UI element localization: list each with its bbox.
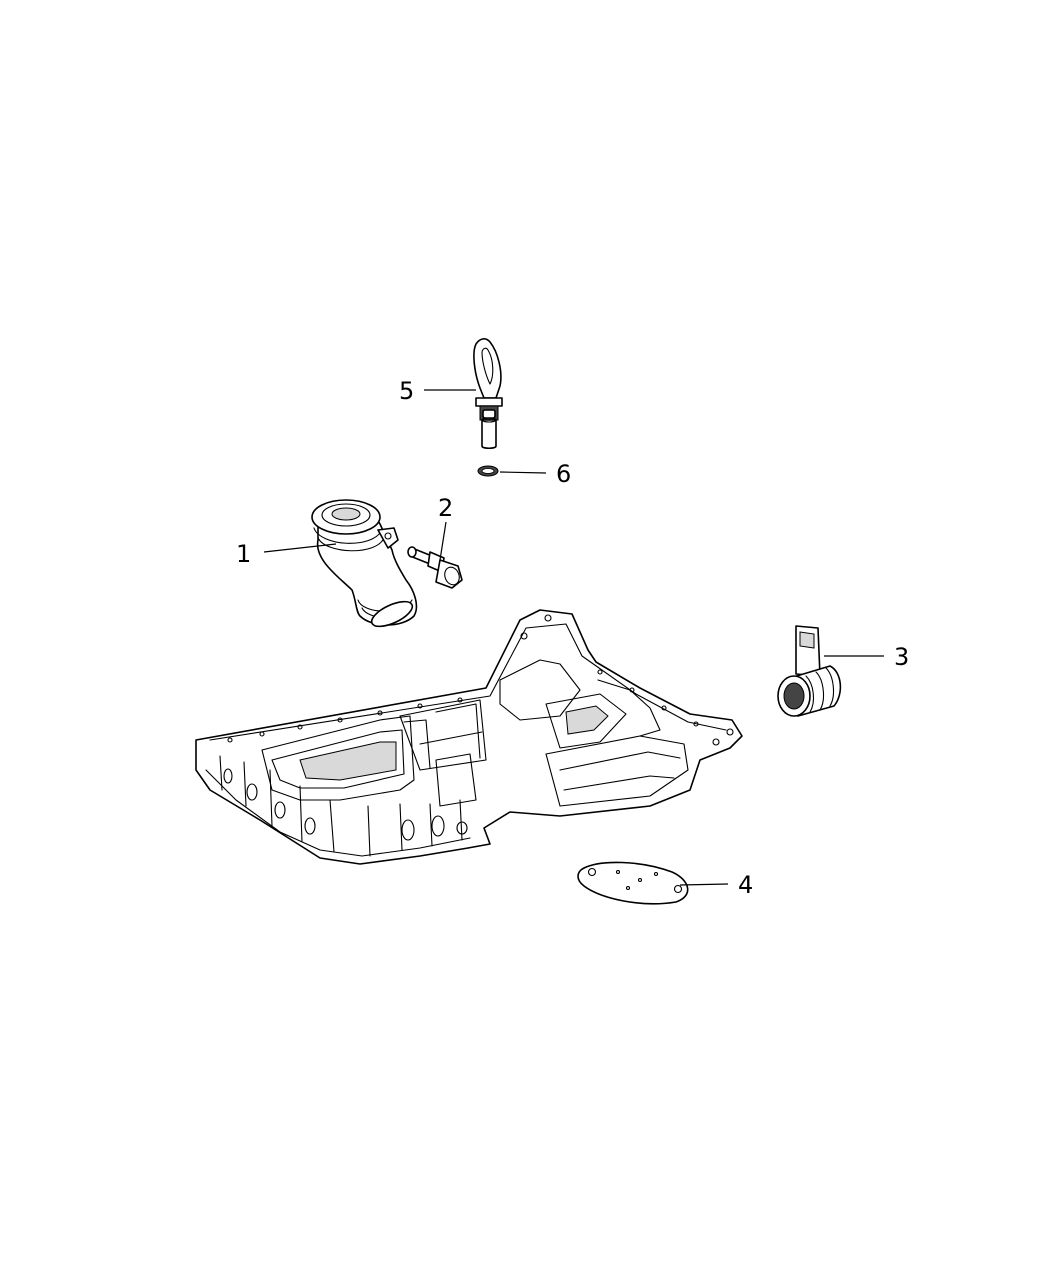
leader-6	[499, 471, 547, 474]
callout-1: 1	[236, 540, 251, 568]
leader-2	[439, 521, 447, 561]
leader-1	[263, 543, 337, 553]
leader-lines	[263, 389, 884, 886]
callout-5: 5	[399, 377, 414, 405]
callout-6: 6	[556, 460, 571, 488]
callout-2: 2	[438, 494, 453, 522]
oil-pan-assembly	[195, 609, 743, 865]
part-3-sensor	[777, 625, 842, 717]
callout-3: 3	[894, 643, 909, 671]
part-5-dipstick	[473, 338, 503, 450]
leader-4	[679, 883, 729, 886]
part-6-o-ring	[477, 465, 499, 477]
callout-4: 4	[738, 871, 753, 899]
part-1-filler-tube	[311, 499, 418, 628]
part-2-bolt	[407, 546, 463, 589]
part-4-cover-plate	[577, 861, 689, 905]
callout-numbers: 1 2 3 4 5 6	[236, 377, 909, 899]
